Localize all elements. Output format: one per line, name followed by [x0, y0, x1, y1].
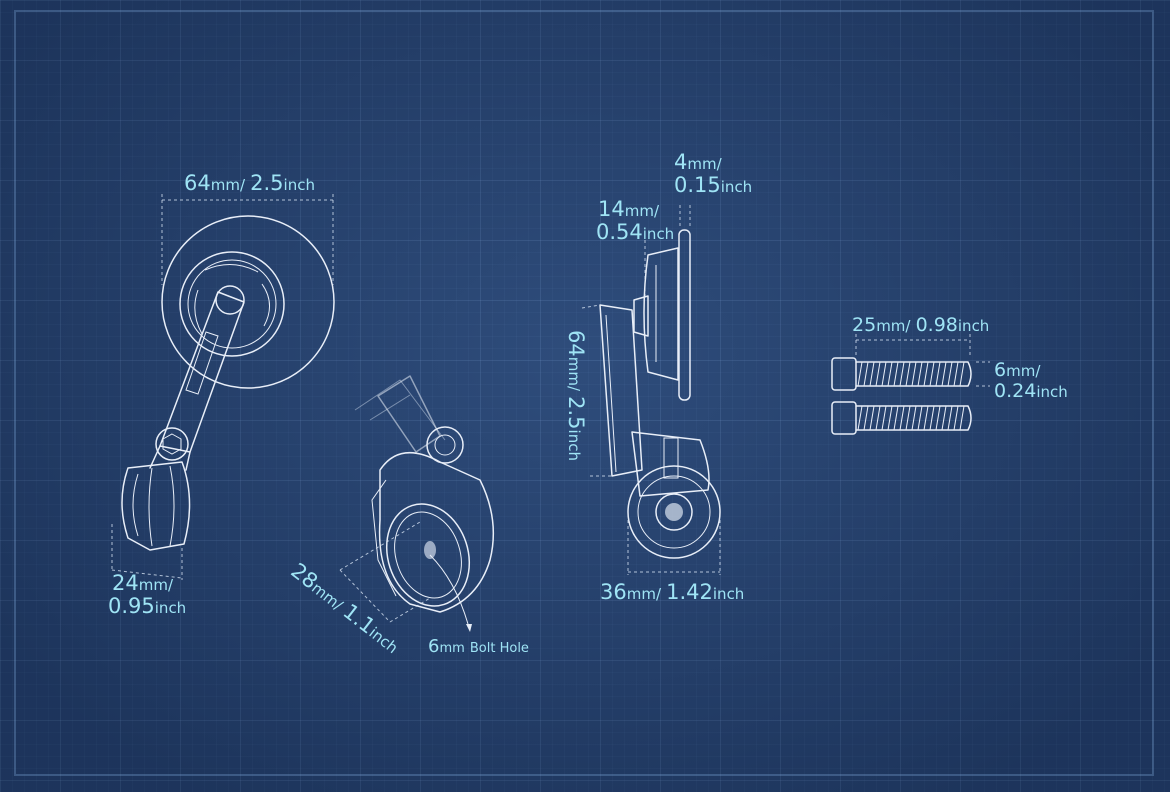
bolt-length-label: 25mm/ 0.98inch — [852, 316, 989, 335]
mirror-thickness-mm-unit: mm — [687, 155, 717, 173]
mirror-width-inch: 2.5 — [250, 171, 284, 195]
mount-depth-inch: 0.54 — [596, 220, 643, 244]
clamp-diameter-mm-unit: mm — [626, 585, 656, 603]
arm-height-mm: 64 — [564, 330, 588, 357]
mount-depth-mm-unit: mm — [624, 202, 654, 220]
bolts — [831, 334, 990, 435]
mirror-side-view — [581, 205, 721, 575]
separator: / — [653, 202, 660, 220]
mirror-width-label: 64mm/ 2.5inch — [184, 173, 315, 194]
clamp-diameter-inch: 1.42 — [666, 580, 713, 604]
mirror-thickness-mm: 4 — [674, 150, 688, 174]
separator: / — [239, 176, 246, 194]
bolt-length-inch-unit: inch — [957, 317, 990, 335]
clamp-width-mm: 24 — [112, 571, 139, 595]
clamp-diameter-label: 36mm/ 1.42inch — [600, 582, 744, 603]
mirror-arm — [149, 291, 245, 471]
mirror-thickness-label: 4mm/ 0.15inch — [674, 152, 752, 196]
arm-height-label: 64mm/ 2.5inch — [564, 330, 588, 461]
clamp-diameter-mm: 36 — [600, 580, 627, 604]
arm-height-mm-unit: mm — [565, 356, 583, 386]
separator: / — [655, 585, 662, 603]
clamp-width-inch: 0.95 — [108, 594, 155, 618]
separator: / — [167, 576, 174, 594]
mirror-thickness-inch: 0.15 — [674, 173, 721, 197]
bolt-diameter-inch-unit: inch — [1036, 383, 1068, 401]
mount-depth-mm: 14 — [598, 197, 625, 221]
mirror-width-mm: 64 — [184, 171, 211, 195]
mount-depth-label: 14mm/ 0.54inch — [596, 199, 674, 243]
blueprint-frame — [14, 10, 1154, 776]
bolt-length-mm-unit: mm — [876, 317, 906, 335]
arm-height-inch: 2.5 — [564, 396, 588, 430]
mount-depth-inch-unit: inch — [642, 225, 675, 243]
bolt-diameter-mm: 6 — [994, 359, 1007, 381]
bolt-diameter-label: 6mm/ 0.24inch — [994, 361, 1068, 401]
separator: / — [905, 317, 911, 335]
separator: / — [1035, 362, 1041, 380]
bolt-hole-text: Bolt Hole — [469, 641, 529, 656]
mirror-width-mm-unit: mm — [210, 176, 240, 194]
bolt-diameter-mm-unit: mm — [1006, 362, 1036, 380]
bolt-diameter-inch: 0.24 — [994, 380, 1037, 402]
separator: / — [565, 385, 583, 392]
mirror-width-inch-unit: inch — [283, 176, 315, 194]
handlebar-clamp-front — [111, 461, 191, 580]
clamp-width-inch-unit: inch — [154, 599, 187, 617]
clamp-width-mm-unit: mm — [138, 576, 168, 594]
clamp-iso-view — [339, 375, 495, 632]
arm-height-inch-unit: inch — [565, 429, 583, 461]
mirror-front-view — [161, 194, 335, 389]
bolt-hole-mm: 6 — [428, 636, 440, 657]
bolt-length-inch: 0.98 — [915, 314, 958, 336]
bolt-hole-mm-unit: mm — [439, 641, 465, 656]
bolt-hole-label: 6mm Bolt Hole — [428, 638, 529, 656]
mirror-thickness-inch-unit: inch — [720, 178, 753, 196]
clamp-diameter-inch-unit: inch — [712, 585, 745, 603]
clamp-width-label: 24mm/ 0.95inch — [108, 571, 187, 617]
bolt-length-mm: 25 — [852, 314, 877, 336]
separator: / — [716, 155, 722, 173]
